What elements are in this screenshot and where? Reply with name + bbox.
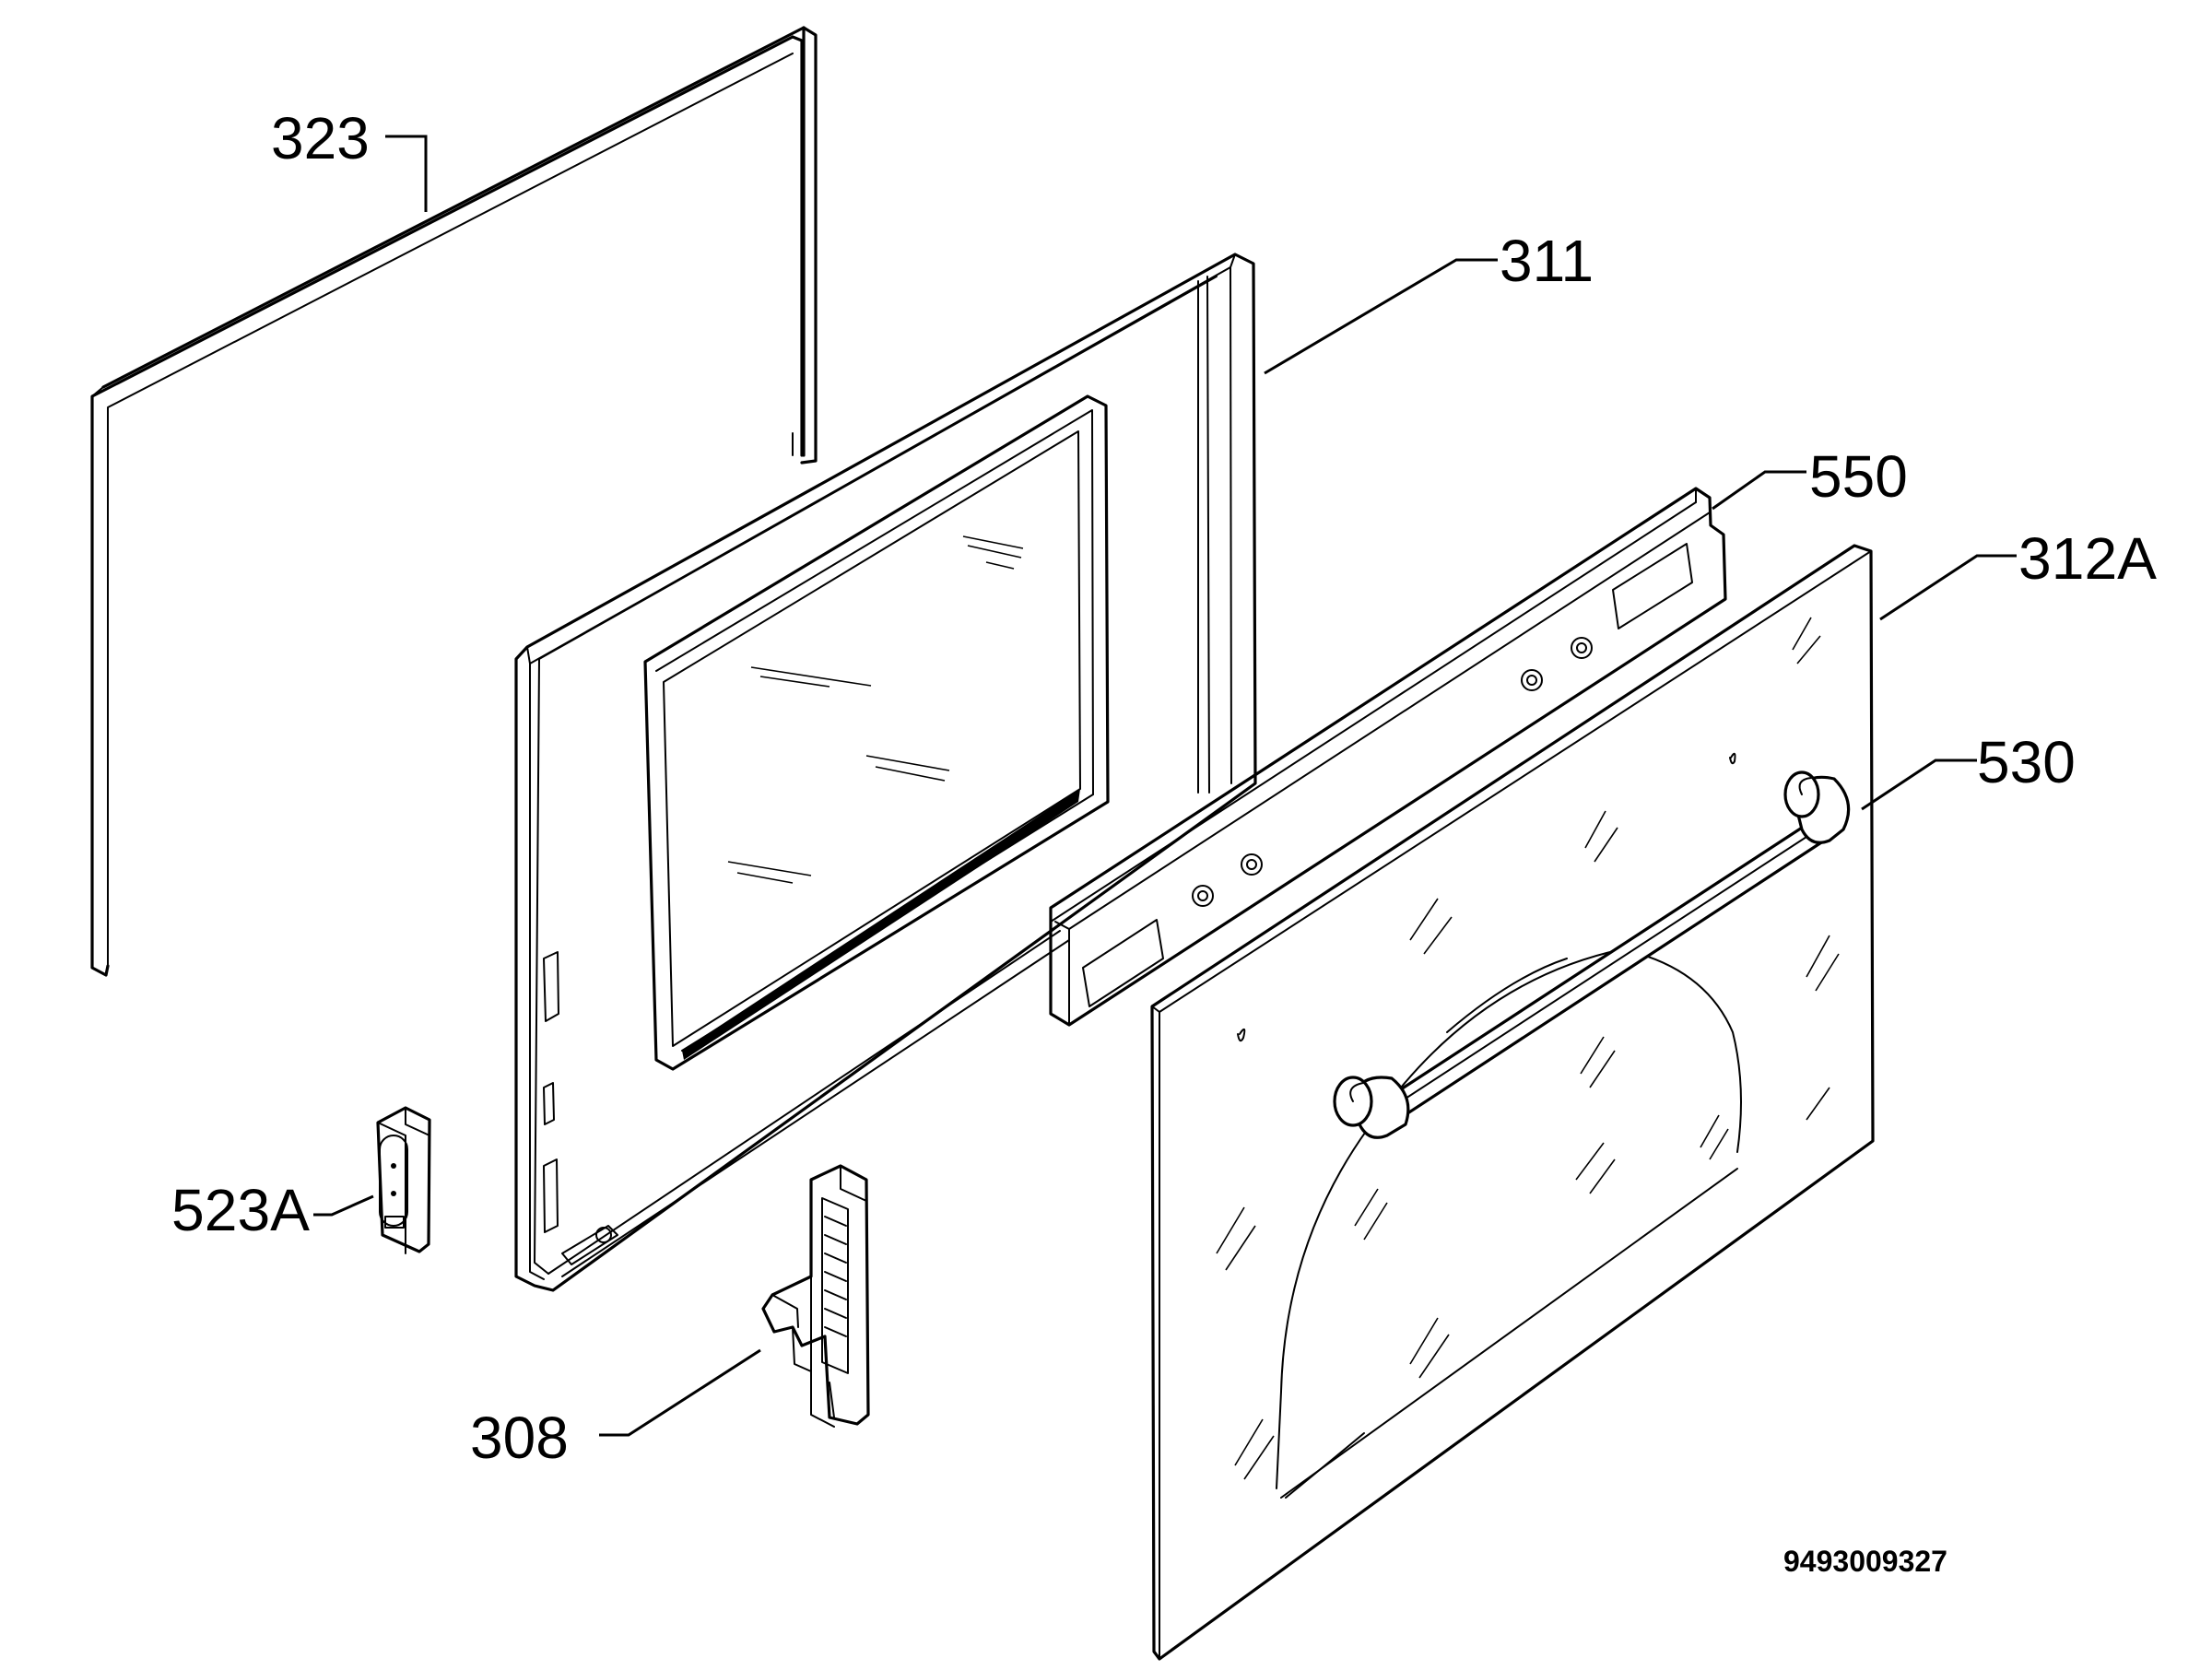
part-handle: [1333, 770, 1851, 1139]
part-inner-door-frame: [514, 253, 1257, 1292]
part-hinge-receiver: [376, 1106, 431, 1254]
label-311: 311: [1500, 228, 1594, 294]
label-550: 550: [1809, 443, 1908, 510]
callout-labels: 323 311 550 312A 530 523A 308 9493009327: [171, 105, 2157, 1578]
label-323: 323: [271, 105, 370, 171]
label-530: 530: [1977, 729, 2076, 795]
part-top-profile: [1049, 487, 1727, 1027]
label-308: 308: [470, 1405, 569, 1471]
part-hinge: [761, 1164, 870, 1428]
drawing-code: 9493009327: [1783, 1545, 1947, 1578]
leader-lines: [313, 135, 2017, 1437]
part-outer-glass: [1150, 544, 1875, 1661]
label-523a: 523A: [171, 1177, 310, 1243]
label-312a: 312A: [2018, 525, 2157, 592]
part-door-seal: [90, 26, 818, 977]
